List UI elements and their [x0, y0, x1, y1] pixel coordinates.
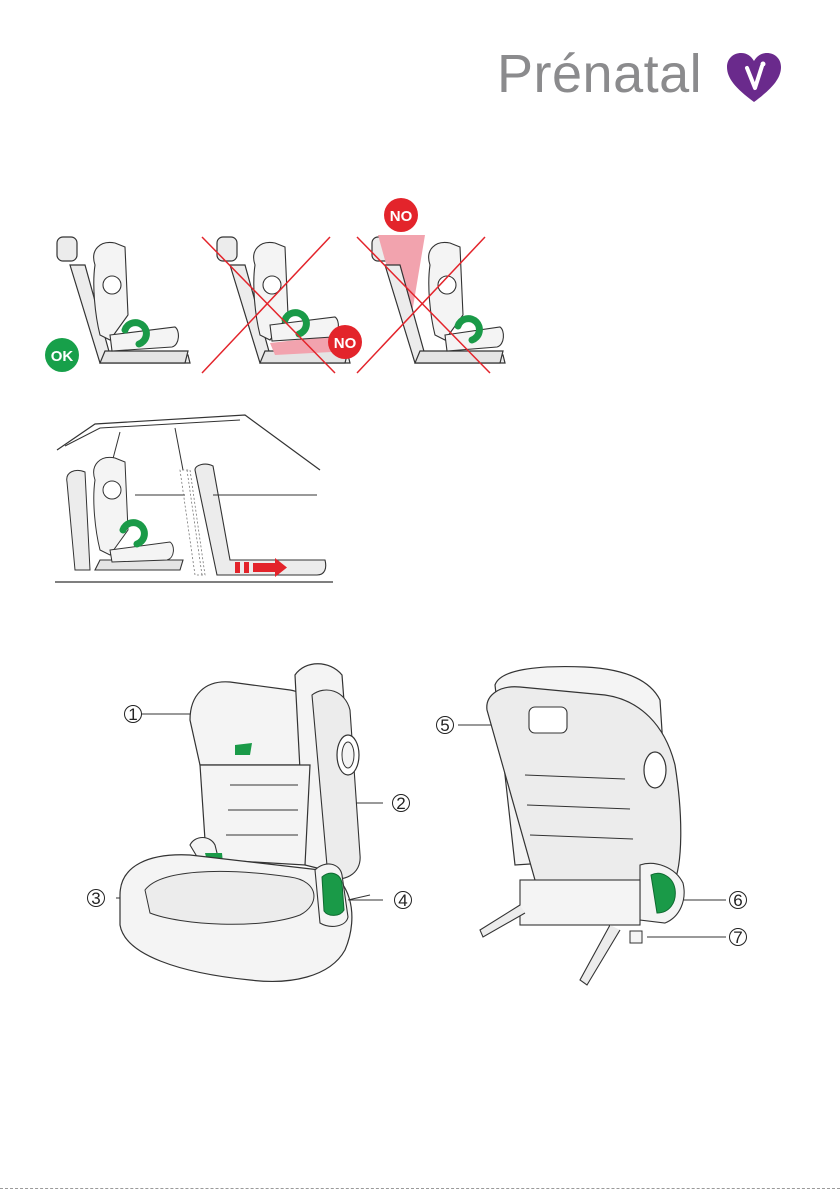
ok-badge: OK — [51, 348, 74, 365]
callout-2: 2 — [396, 794, 405, 813]
no-badge-gap: NO — [390, 208, 413, 225]
figure-no-gap: NO — [357, 198, 505, 373]
seat-back-view: 5 6 7 — [425, 655, 765, 990]
callout-3: 3 — [91, 889, 100, 908]
heart-logo-icon — [725, 52, 783, 104]
figure-no-cushion: NO — [202, 237, 362, 373]
callout-7: 7 — [733, 928, 742, 947]
car-interior-diagram — [55, 410, 335, 585]
no-badge-cushion: NO — [334, 335, 357, 352]
page-bottom-rule — [0, 1188, 840, 1189]
callout-6: 6 — [733, 891, 742, 910]
brand-name: Prénatal — [497, 44, 702, 104]
car-seat-positioning-diagrams: OK NO NO — [40, 195, 510, 380]
callout-5: 5 — [440, 716, 449, 735]
figure-ok: OK — [45, 237, 190, 372]
callout-4: 4 — [398, 891, 407, 910]
brand-logo: Prénatal — [497, 50, 797, 110]
callout-1: 1 — [128, 705, 137, 724]
seat-front-view: 1 2 3 4 — [80, 655, 420, 990]
